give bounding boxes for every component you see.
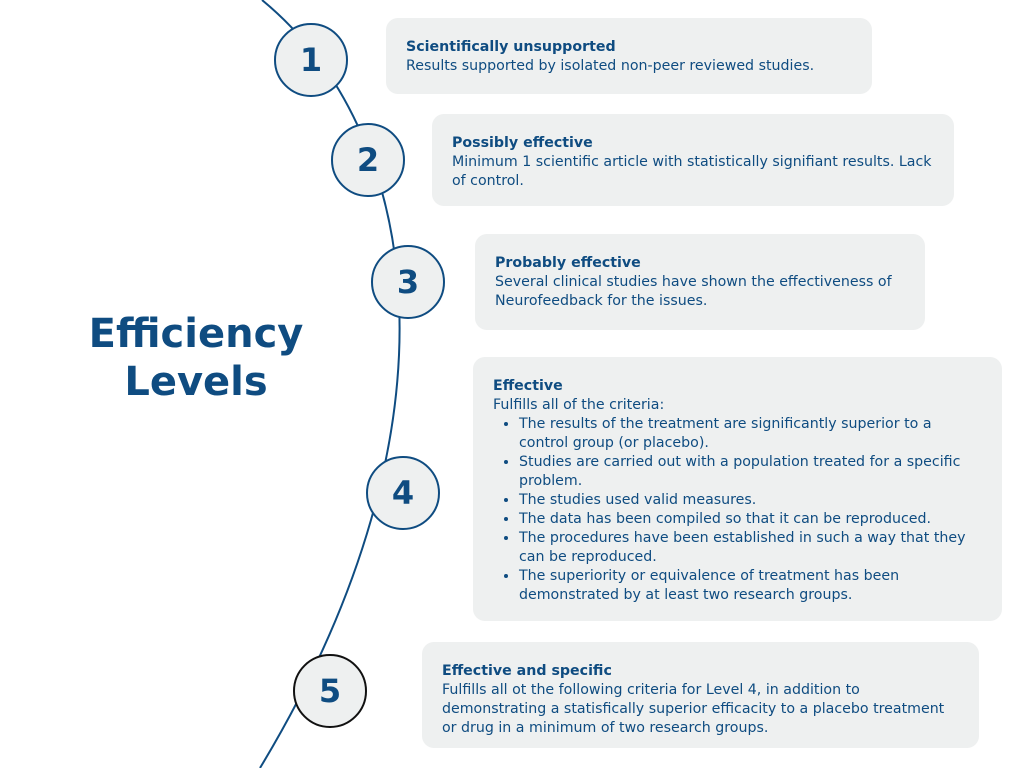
level-4-criterion: The results of the treatment are signifi… [519,415,982,453]
level-5-card: Effective and specific Fulfills all ot t… [422,642,979,748]
level-1-heading: Scientifically unsupported [406,39,616,55]
level-4-criterion: The superiority or equivalence of treatm… [519,567,982,605]
page-title-line2: Levels [124,359,268,405]
level-4-criterion: The studies used valid measures. [519,491,982,510]
level-5-circle: 5 [293,654,367,728]
level-1-text: Results supported by isolated non-peer r… [406,58,815,74]
level-4-number: 4 [391,474,415,512]
level-2-number: 2 [356,141,380,179]
page-title-line1: Efficiency [88,311,304,357]
level-4-criterion: The procedures have been established in … [519,529,982,567]
page-title: Efficiency Levels [60,310,332,406]
level-5-number: 5 [318,672,342,710]
level-3-heading: Probably effective [495,255,641,271]
level-1-card: Scientifically unsupported Results suppo… [386,18,872,94]
level-3-text: Several clinical studies have shown the … [495,274,892,309]
level-1-number: 1 [299,41,323,79]
level-2-heading: Possibly effective [452,135,593,151]
level-1-circle: 1 [274,23,348,97]
level-5-heading: Effective and specific [442,663,612,679]
level-4-criterion: The data has been compiled so that it ca… [519,510,982,529]
level-2-card: Possibly effective Minimum 1 scientific … [432,114,954,206]
level-4-criteria-list: The results of the treatment are signifi… [493,415,982,605]
level-2-circle: 2 [331,123,405,197]
level-3-circle: 3 [371,245,445,319]
level-4-text: Fulfills all of the criteria: [493,397,665,413]
level-4-criterion: Studies are carried out with a populatio… [519,453,982,491]
level-4-card: Effective Fulfills all of the criteria: … [473,357,1002,621]
level-4-circle: 4 [366,456,440,530]
level-2-text: Minimum 1 scientific article with statis… [452,154,932,189]
level-3-card: Probably effective Several clinical stud… [475,234,925,330]
level-3-number: 3 [396,263,420,301]
level-4-heading: Effective [493,378,563,394]
level-5-text: Fulfills all ot the following criteria f… [442,682,945,736]
